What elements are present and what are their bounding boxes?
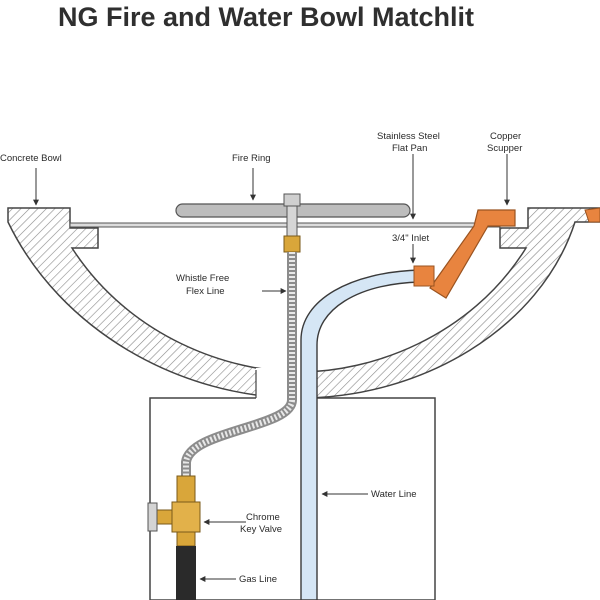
label-gas-line: Gas Line	[239, 574, 277, 585]
label-fire-ring: Fire Ring	[232, 153, 271, 164]
flat-pan	[69, 222, 501, 228]
valve-bottom-fitting	[176, 531, 196, 547]
pedestal-base	[149, 397, 436, 600]
key-valve-body	[171, 501, 201, 533]
label-flex-line1: Whistle Free	[176, 273, 229, 284]
label-scupper-line1: Copper	[490, 131, 521, 142]
valve-top-fitting	[176, 475, 196, 503]
label-flex-line2: Flex Line	[186, 286, 225, 297]
concrete-bowl	[7, 207, 600, 399]
label-scupper-line2: Scupper	[487, 143, 522, 154]
key-valve-flange	[147, 502, 158, 532]
label-concrete-bowl: Concrete Bowl	[0, 153, 62, 164]
fire-ring-nut	[283, 193, 301, 207]
label-flat-pan-line2: Flat Pan	[392, 143, 427, 154]
copper-scupper-lip	[584, 207, 600, 223]
copper-scupper	[429, 209, 516, 299]
water-inlet-fitting	[413, 265, 435, 287]
label-valve-line1: Chrome	[246, 512, 280, 523]
gas-line	[176, 546, 196, 600]
diagram-title: NG Fire and Water Bowl Matchlit	[58, 2, 475, 32]
label-valve-line2: Key Valve	[240, 524, 282, 535]
flex-line-texture	[183, 252, 295, 478]
fire-ring-stem	[286, 205, 298, 237]
flex-line-top-fitting	[283, 235, 301, 253]
label-water-line: Water Line	[371, 489, 417, 500]
key-valve-stem	[155, 509, 173, 525]
label-flat-pan-line1: Stainless Steel	[377, 131, 440, 142]
label-inlet: 3/4" Inlet	[392, 233, 430, 244]
